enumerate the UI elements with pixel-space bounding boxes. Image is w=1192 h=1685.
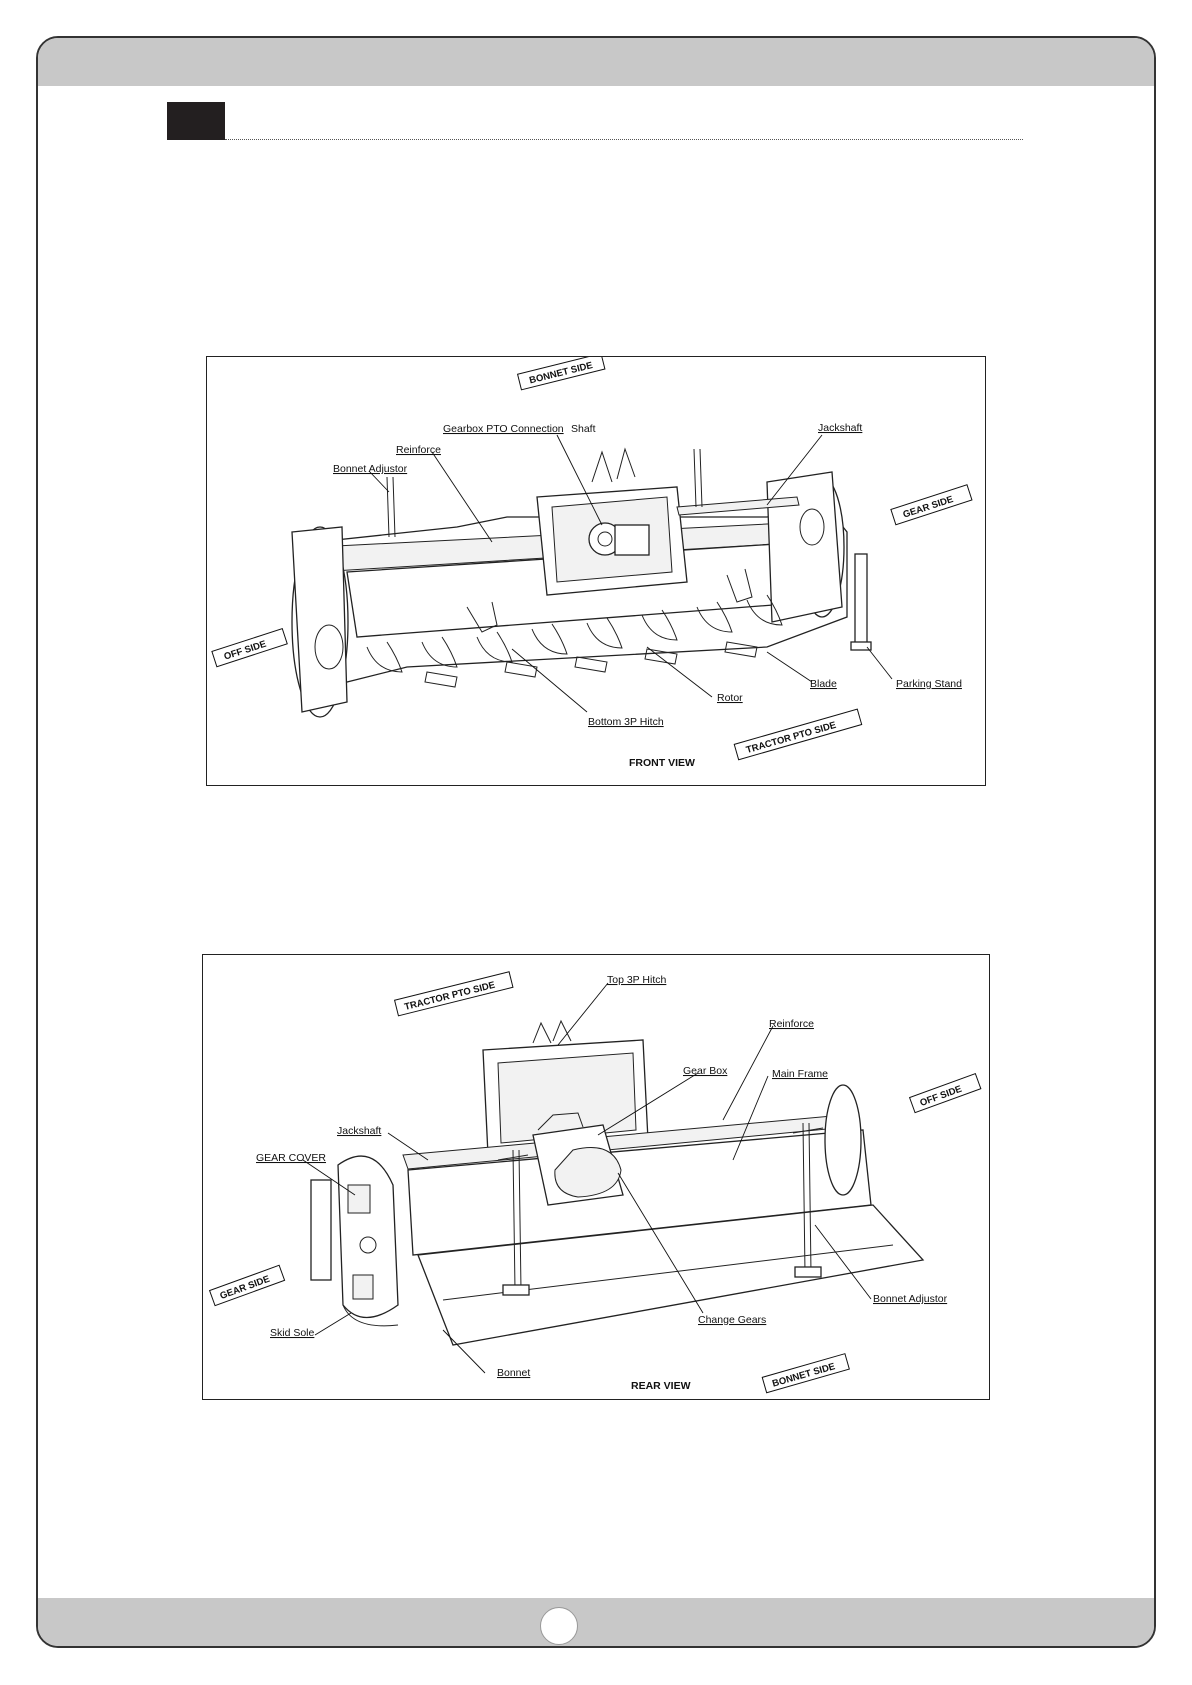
label-top-3p-hitch: Top 3P Hitch <box>607 974 666 986</box>
page-number-circle <box>540 1607 578 1645</box>
header-band <box>38 38 1154 86</box>
label-change-gears: Change Gears <box>698 1314 766 1326</box>
front-tag-gear-side: GEAR SIDE <box>890 484 973 526</box>
label-gear-box: Gear Box <box>683 1065 728 1077</box>
front-machine-illustration <box>291 447 872 718</box>
label-jackshaft: Jackshaft <box>337 1125 381 1137</box>
section-marker <box>167 102 225 140</box>
rear-view-drawing: TRACTOR PTO SIDE OFF SIDE GEAR SIDE BONN… <box>208 971 982 1394</box>
rear-view-caption: REAR VIEW <box>631 1380 691 1392</box>
section-rule <box>225 139 1023 140</box>
label-shaft: Shaft <box>571 423 596 435</box>
label-reinforce: Reinforce <box>769 1018 814 1030</box>
front-tag-off-side: OFF SIDE <box>211 627 288 668</box>
label-blade: Blade <box>810 678 837 690</box>
rear-machine-illustration <box>310 1019 925 1346</box>
label-gearbox-pto-connection: Gearbox PTO Connection <box>443 423 564 435</box>
label-main-frame: Main Frame <box>772 1068 828 1080</box>
label-parking-stand: Parking Stand <box>896 678 962 690</box>
footer-band <box>38 1598 1154 1646</box>
rear-tag-bonnet-side: BONNET SIDE <box>761 1353 850 1394</box>
label-gear-cover: GEAR COVER <box>256 1152 326 1164</box>
front-view-figure: BONNET SIDE GEAR SIDE OFF SIDE TRACTOR P… <box>206 356 986 786</box>
label-reinforce: Reinforce <box>396 444 441 456</box>
front-view-drawing: BONNET SIDE GEAR SIDE OFF SIDE TRACTOR P… <box>211 357 973 769</box>
front-leader-lines <box>368 434 893 713</box>
rear-tag-tractor-pto-side: TRACTOR PTO SIDE <box>393 971 514 1017</box>
rear-view-figure: TRACTOR PTO SIDE OFF SIDE GEAR SIDE BONN… <box>202 954 990 1400</box>
front-tag-bonnet-side: BONNET SIDE <box>516 357 606 391</box>
page-frame <box>36 36 1156 1648</box>
rear-tag-gear-side: GEAR SIDE <box>208 1264 286 1307</box>
label-bonnet: Bonnet <box>497 1367 530 1379</box>
label-rotor: Rotor <box>717 692 743 704</box>
label-jackshaft: Jackshaft <box>818 422 862 434</box>
label-bonnet-adjustor: Bonnet Adjustor <box>333 463 408 475</box>
front-tag-tractor-pto-side: TRACTOR PTO SIDE <box>733 708 863 761</box>
label-bonnet-adjustor: Bonnet Adjustor <box>873 1293 948 1305</box>
rear-tag-off-side: OFF SIDE <box>908 1073 982 1114</box>
front-view-caption: FRONT VIEW <box>629 757 695 769</box>
rear-leader-lines <box>302 982 872 1374</box>
label-bottom-3p-hitch: Bottom 3P Hitch <box>588 716 664 728</box>
label-skid-sole: Skid Sole <box>270 1327 315 1339</box>
